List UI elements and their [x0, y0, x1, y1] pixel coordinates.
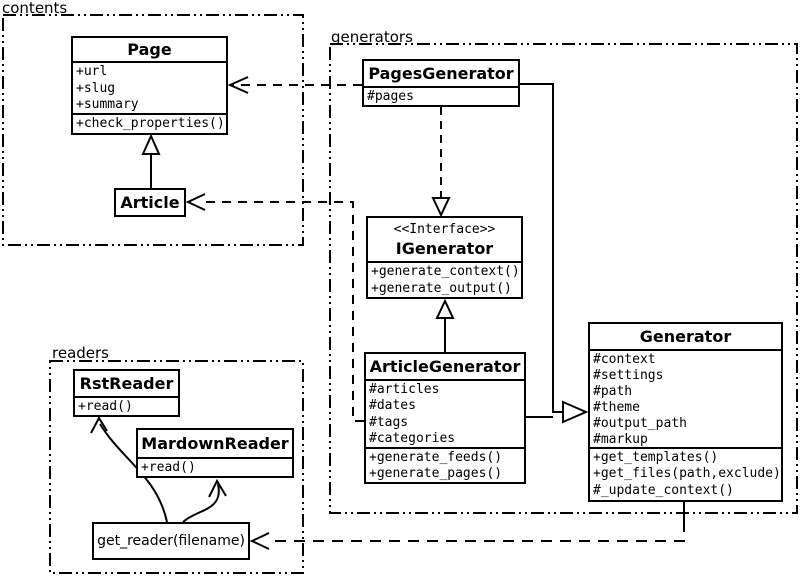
open-arrowhead-icon: [227, 76, 249, 94]
class-generator-methods: +get_templates() +get_files(path,exclude…: [590, 447, 781, 498]
method: +read(): [78, 399, 133, 414]
hollow-triangle-icon: [141, 133, 161, 155]
class-igenerator-header: <<Interface>> IGenerator: [368, 218, 521, 261]
open-arrowhead-icon: [208, 478, 227, 498]
hollow-triangle-icon: [431, 197, 451, 218]
class-igenerator-stereotype: <<Interface>>: [393, 222, 496, 237]
class-page-attributes: +url +slug +summary: [73, 61, 226, 113]
attribute: +url: [76, 64, 108, 79]
package-label-readers: readers: [52, 344, 109, 362]
method: +get_files(path,exclude): [593, 466, 781, 482]
class-mardownreader: MardownReader +read(): [136, 428, 294, 478]
class-igenerator: <<Interface>> IGenerator +generate_conte…: [366, 216, 523, 299]
package-readers-border: [49, 360, 304, 574]
attribute: #context: [593, 352, 656, 367]
class-rstreader-name: RstReader: [79, 374, 174, 393]
attribute: #categories: [369, 430, 456, 446]
method: +generate_context(): [371, 264, 520, 279]
class-generator-attributes: #context #settings #path #theme #output_…: [590, 349, 781, 447]
package-label-contents: contents: [2, 0, 68, 17]
attribute: #tags: [369, 414, 409, 430]
class-articlegenerator-attributes: #articles #dates #tags #categories: [366, 379, 524, 447]
class-articlegenerator-methods: +generate_feeds() +generate_pages(): [366, 447, 524, 482]
class-article: Article: [114, 188, 186, 217]
node-getreader: get_reader(filename): [92, 522, 250, 560]
attribute: +slug: [76, 80, 116, 96]
class-mardownreader-methods: +read(): [138, 457, 292, 476]
method: +read(): [141, 460, 196, 475]
hollow-triangle-icon: [562, 400, 589, 424]
method: +generate_output(): [371, 280, 512, 296]
method: +get_templates(): [593, 450, 719, 465]
class-igenerator-name: IGenerator: [395, 239, 494, 258]
class-pagesgenerator-attributes: #pages: [364, 86, 518, 105]
class-article-name: Article: [120, 193, 180, 212]
class-pagesgenerator: PagesGenerator #pages: [362, 59, 520, 107]
method: #_update_context(): [593, 482, 734, 498]
open-arrowhead-icon: [185, 193, 206, 211]
attribute: #path: [593, 384, 633, 399]
package-generators-border: [329, 43, 798, 514]
attribute: #theme: [593, 400, 640, 415]
class-rstreader: RstReader +read(): [73, 369, 180, 417]
arrow-getreader-to-mardownreader: [182, 483, 220, 523]
class-igenerator-methods: +generate_context() +generate_output(): [368, 261, 521, 297]
package-contents-border: [2, 14, 304, 246]
attribute: +summary: [76, 97, 139, 112]
attribute: #pages: [367, 89, 414, 104]
node-getreader-label: get_reader(filename): [97, 533, 245, 549]
package-label-generators: generators: [331, 28, 413, 46]
generalization-pagesgenerator-to-generator: [520, 83, 563, 413]
class-mardownreader-name: MardownReader: [141, 434, 289, 453]
attribute: #dates: [369, 398, 416, 414]
hollow-triangle-icon: [435, 298, 455, 319]
class-articlegenerator: ArticleGenerator #articles #dates #tags …: [364, 352, 526, 484]
attribute: #markup: [593, 432, 648, 447]
attribute: #output_path: [593, 416, 687, 431]
dependency-generator-to-getreader: [268, 521, 685, 542]
class-page-methods: +check_properties(): [73, 113, 226, 133]
class-generator-name: Generator: [639, 327, 732, 346]
class-pagesgenerator-name: PagesGenerator: [368, 64, 514, 83]
method: +generate_feeds(): [369, 450, 503, 465]
class-articlegenerator-name: ArticleGenerator: [369, 357, 521, 376]
class-page-name: Page: [127, 40, 172, 59]
open-arrowhead-icon: [90, 415, 108, 434]
class-rstreader-methods: +read(): [75, 396, 178, 415]
class-generator: Generator #context #settings #path #them…: [588, 322, 783, 502]
method: +generate_pages(): [369, 466, 503, 482]
dependency-articlegenerator-to-article: [200, 201, 364, 422]
open-arrowhead-icon: [249, 532, 270, 550]
attribute: #articles: [369, 382, 440, 397]
class-page: Page +url +slug +summary +check_properti…: [71, 36, 228, 135]
attribute: #settings: [593, 368, 664, 383]
method: +check_properties(): [76, 116, 225, 131]
